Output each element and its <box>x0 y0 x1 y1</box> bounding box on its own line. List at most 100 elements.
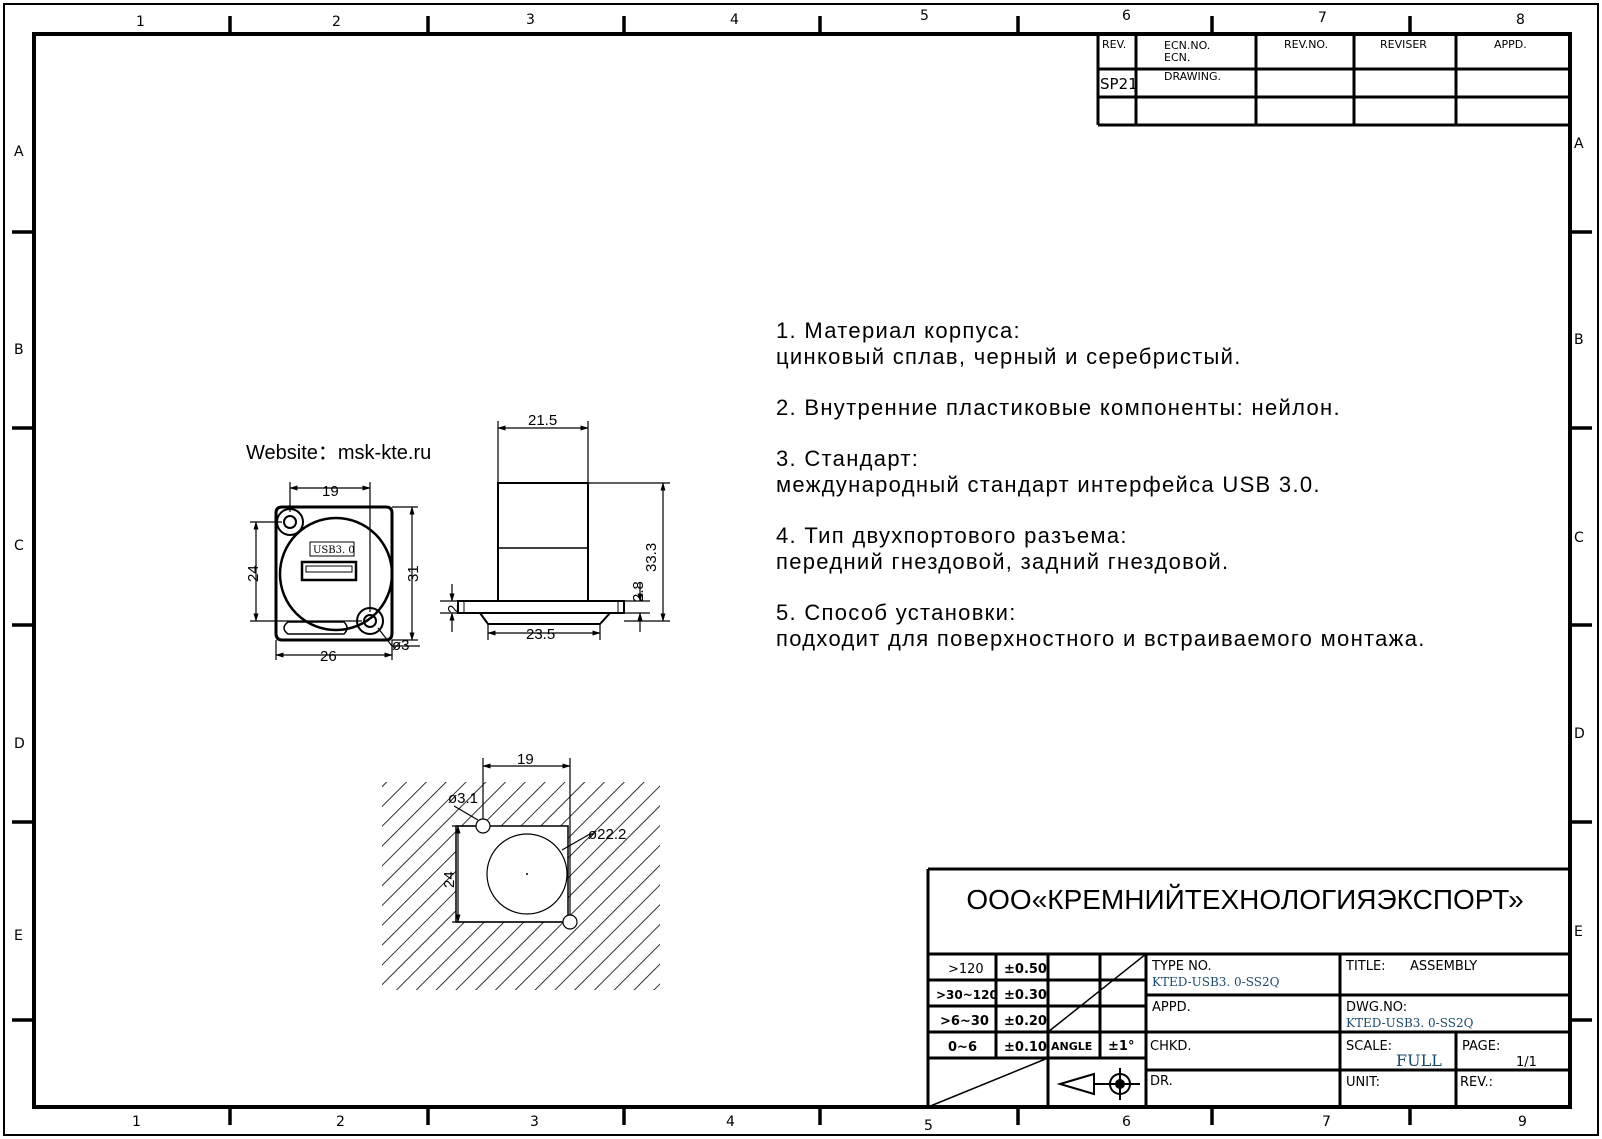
side-dim-flange: 2.8 <box>630 581 647 602</box>
top-left-hole <box>283 515 297 529</box>
outer-border <box>3 3 1599 1136</box>
top-zone-7: 7 <box>1318 10 1327 26</box>
note-3: 3. Стандарт: международный стандарт инте… <box>776 446 1576 498</box>
right-zone-c: C <box>1574 530 1584 546</box>
top-zone-2: 2 <box>332 14 341 30</box>
cutout-small-hole-top <box>475 818 491 834</box>
note-4-line-2: передний гнездовой, задний гнездовой. <box>776 549 1230 574</box>
front-dim-bottom-width: 26 <box>320 648 337 665</box>
usb-port <box>300 560 358 582</box>
scale-label: SCALE: <box>1346 1039 1392 1054</box>
left-zone-letters: A B C D E <box>14 144 25 944</box>
rev-no-header: REV.NO. <box>1284 38 1328 51</box>
dwg-no-label: DWG.NO: <box>1346 1000 1407 1015</box>
bottom-slot <box>283 621 348 635</box>
bottom-zone-4: 4 <box>726 1114 735 1130</box>
note-5-line-2: подходит для поверхностного и встраиваем… <box>776 626 1426 651</box>
side-view-dimensions <box>440 421 670 640</box>
bottom-zone-5: 5 <box>924 1118 933 1134</box>
title-label: TITLE: <box>1345 959 1386 974</box>
note-2: 2. Внутренние пластиковые компоненты: не… <box>776 395 1576 421</box>
bottom-zone-9: 9 <box>1518 1114 1527 1130</box>
angle-tolerance: ±1° <box>1108 1039 1134 1054</box>
tol-value-2: ±0.30 <box>1004 988 1047 1003</box>
note-3-line-1: 3. Стандарт: <box>776 446 920 471</box>
front-dim-right-height: 31 <box>405 565 422 582</box>
usb-label-box <box>309 541 355 557</box>
top-zone-8: 8 <box>1516 12 1525 28</box>
note-1: 1. Материал корпуса: цинковый сплав, чер… <box>776 318 1576 370</box>
cutout-dim-top-width: 19 <box>517 751 534 768</box>
tol-range-1: >120 <box>948 962 984 977</box>
side-dim-height: 33.3 <box>643 543 660 572</box>
cutout-dim-small-hole: ø3.1 <box>448 790 478 807</box>
front-dim-top-width: 19 <box>322 483 339 500</box>
revision-table <box>1096 34 1570 127</box>
cutout-center-dot <box>526 873 528 875</box>
front-face-circle <box>278 516 394 632</box>
zone-ticks <box>12 16 1592 1125</box>
note-2-line-1: 2. Внутренние пластиковые компоненты: не… <box>776 395 1341 420</box>
side-view <box>457 482 625 625</box>
rev-header: REV. <box>1102 38 1126 51</box>
inner-border <box>32 32 1572 1109</box>
scale-value: FULL <box>1396 1051 1442 1070</box>
reviser-header: REVISER <box>1380 38 1427 51</box>
right-zone-letters: A B C D E <box>1574 136 1585 940</box>
side-body <box>497 482 589 602</box>
tol-range-3: >6~30 <box>940 1014 989 1029</box>
projection-symbol-icon <box>1056 1068 1140 1100</box>
side-dim-top-width: 21.5 <box>528 412 557 429</box>
side-flange <box>457 600 625 614</box>
dwg-no-value: KTED-USB3. 0-SS2Q <box>1346 1016 1474 1030</box>
chkd-label: CHKD. <box>1150 1039 1192 1054</box>
bottom-zone-2: 2 <box>336 1114 345 1130</box>
note-5-line-1: 5. Способ установки: <box>776 600 1017 625</box>
rev-value: SP21 <box>1100 75 1138 93</box>
company-name: ООО«КРЕМНИЙТЕХНОЛОГИЯЭКСПОРТ» <box>966 884 1524 915</box>
cutout-dim-height: 24 <box>441 871 458 888</box>
bottom-zone-7: 7 <box>1322 1114 1331 1130</box>
note-1-line-2: цинковый сплав, черный и серебристый. <box>776 344 1242 369</box>
ecn-header: ECN.NO.ECN. <box>1164 39 1210 64</box>
bottom-zone-1: 1 <box>132 1114 141 1130</box>
front-dim-hole: ø3 <box>392 637 410 654</box>
technical-notes: 1. Материал корпуса: цинковый сплав, чер… <box>776 318 1576 677</box>
right-zone-b: B <box>1574 332 1584 348</box>
usb-port-tongue <box>305 565 353 573</box>
right-zone-e: E <box>1574 924 1583 940</box>
side-dim-left-small: 2 <box>445 605 462 613</box>
top-zone-3: 3 <box>526 12 535 28</box>
title-block-diagonals <box>927 953 1147 1108</box>
title-value: ASSEMBLY <box>1410 959 1477 974</box>
bottom-zone-3: 3 <box>530 1114 539 1130</box>
top-zone-4: 4 <box>730 12 739 28</box>
left-zone-b: B <box>14 342 24 358</box>
bottom-zone-6: 6 <box>1122 1114 1131 1130</box>
bottom-zone-numbers: 1 2 3 4 5 6 7 9 <box>132 1114 1527 1134</box>
left-zone-c: C <box>14 538 24 554</box>
top-zone-5: 5 <box>920 8 929 24</box>
appd-header: APPD. <box>1494 38 1527 51</box>
left-zone-a: A <box>14 144 24 160</box>
usb-label-text: USB3. 0 <box>313 545 355 556</box>
ecn-value: DRAWING. <box>1164 70 1221 83</box>
top-zone-6: 6 <box>1122 8 1131 24</box>
note-1-line-1: 1. Материал корпуса: <box>776 318 1021 343</box>
title-block <box>926 867 1570 1107</box>
tol-value-3: ±0.20 <box>1004 1014 1047 1029</box>
front-dim-left-height: 24 <box>245 565 262 582</box>
type-no-label: TYPE NO. <box>1151 959 1212 974</box>
note-5: 5. Способ установки: подходит для поверх… <box>776 600 1576 652</box>
tol-range-4: 0~6 <box>948 1040 977 1055</box>
cutout-view <box>382 782 660 990</box>
type-no-value: KTED-USB3. 0-SS2Q <box>1152 975 1280 989</box>
left-zone-e: E <box>14 928 23 944</box>
side-base <box>479 612 611 625</box>
front-view-dimensions <box>250 482 420 660</box>
angle-label: ANGLE <box>1051 1040 1092 1053</box>
rev-label: REV.: <box>1460 1075 1493 1090</box>
note-4: 4. Тип двухпортового разъема: передний г… <box>776 523 1576 575</box>
unit-label: UNIT: <box>1346 1075 1380 1090</box>
